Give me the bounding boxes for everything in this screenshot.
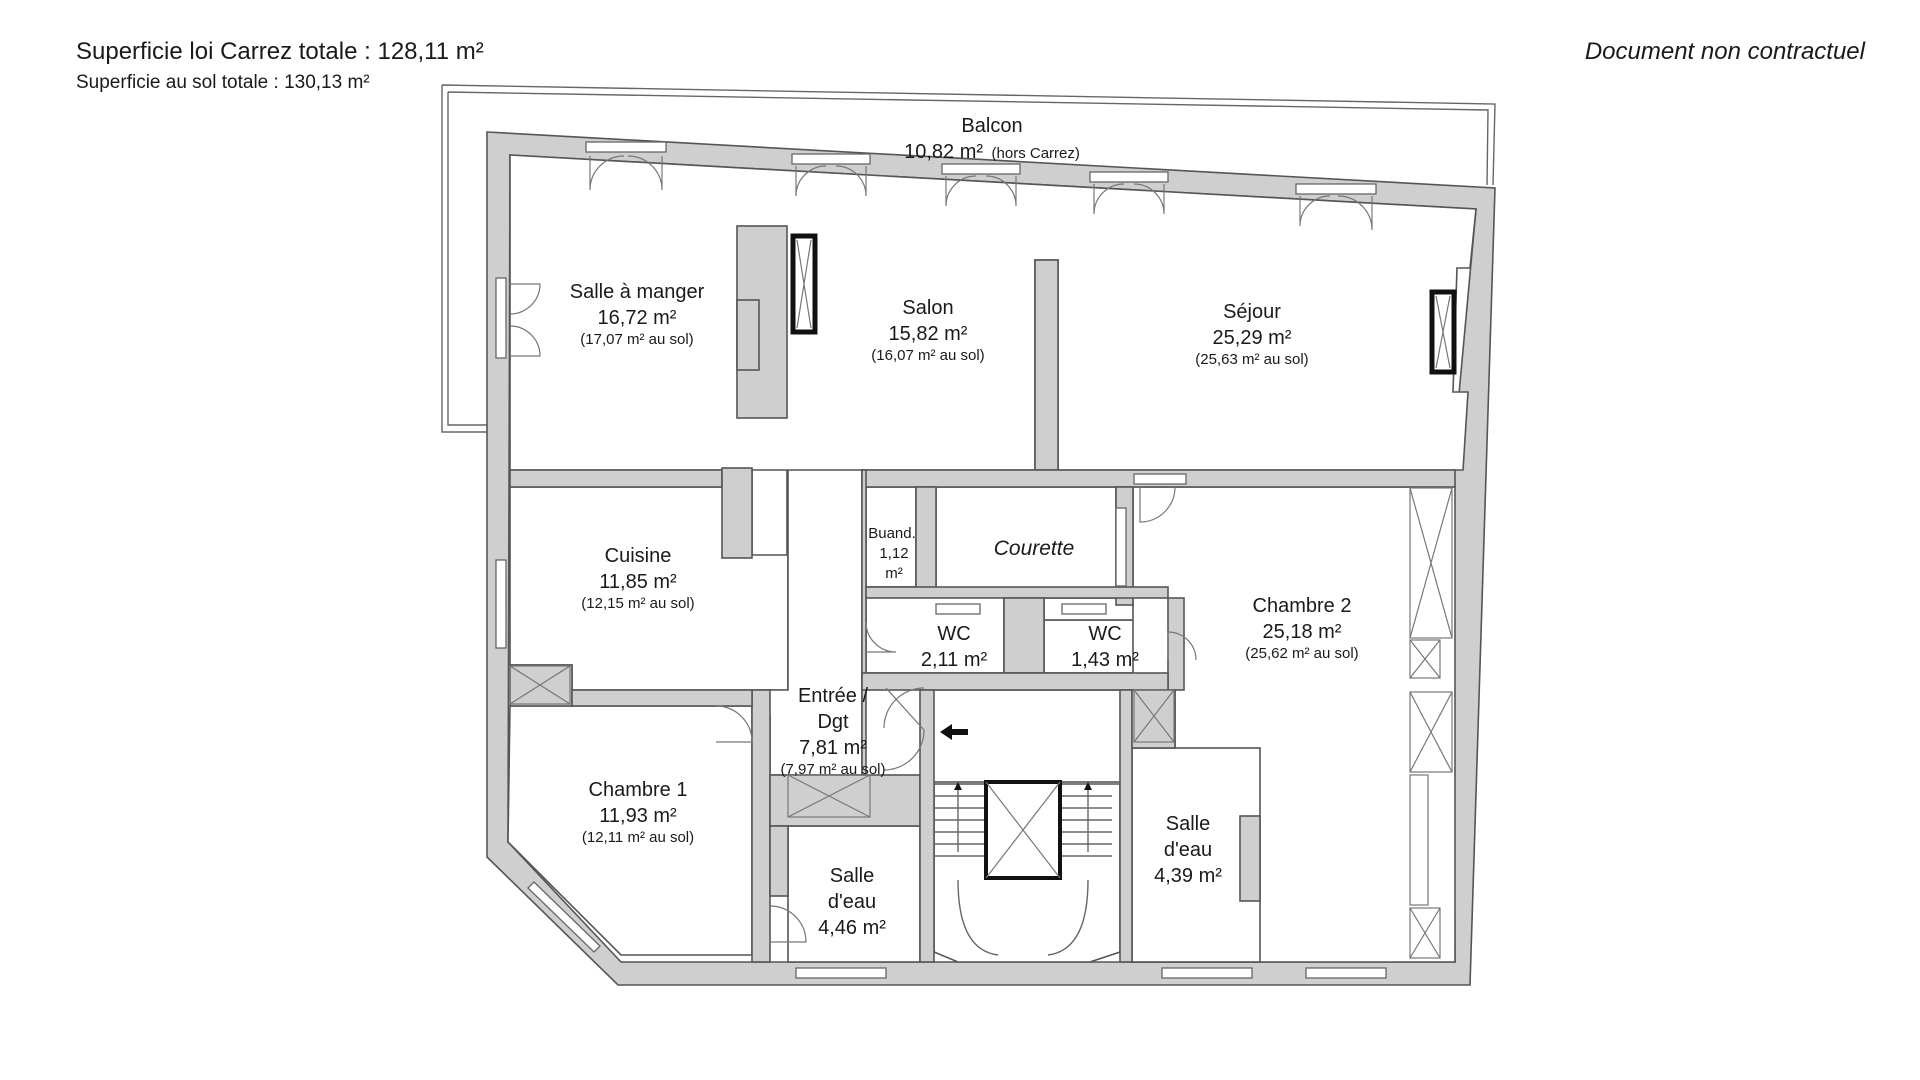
sde2-name-line1: Salle (1166, 813, 1210, 835)
cuisine-sol: (12,15 m² au sol) (581, 595, 694, 612)
balcon-area-line: 10,82 m² (hors Carrez) (904, 141, 1080, 163)
buanderie-area: 1,12 (879, 545, 908, 562)
wc1-area: 2,11 m² (921, 649, 988, 671)
chambre2-sol: (25,62 m² au sol) (1245, 645, 1358, 662)
sde1-area: 4,46 m² (818, 917, 886, 939)
wc1-name: WC (937, 623, 970, 645)
salon-area: 15,82 m² (889, 323, 968, 345)
sde1-name-line2: d'eau (828, 891, 876, 913)
chambre1-sol: (12,11 m² au sol) (582, 829, 694, 846)
wc2-name: WC (1088, 623, 1121, 645)
cuisine-area: 11,85 m² (599, 571, 677, 593)
sejour-area: 25,29 m² (1213, 327, 1292, 349)
balcony-outline (441, 84, 1496, 433)
sejour-sol: (25,63 m² au sol) (1195, 351, 1308, 368)
disclaimer-label: Document non contractuel (1584, 38, 1865, 65)
carrez-total-label: Superficie loi Carrez totale : 128,11 m² (76, 38, 484, 65)
salon-sol: (16,07 m² au sol) (871, 347, 984, 364)
floor-area-total-label: Superficie au sol totale : 130,13 m² (76, 72, 370, 93)
balcon-note: (hors Carrez) (992, 145, 1080, 162)
sde2-area: 4,39 m² (1154, 865, 1222, 887)
courette-name: Courette (994, 537, 1075, 560)
salle-a-manger-name: Salle à manger (570, 281, 705, 303)
cuisine-name: Cuisine (605, 545, 672, 567)
balcon-area: 10,82 m² (904, 141, 983, 163)
chambre1-area: 11,93 m² (599, 805, 677, 827)
salle-a-manger-sol: (17,07 m² au sol) (580, 331, 693, 348)
buanderie-unit: m² (885, 565, 903, 582)
sde2-name-line2: d'eau (1164, 839, 1212, 861)
entree-name-line2: Dgt (817, 711, 849, 733)
salle-a-manger-area: 16,72 m² (598, 307, 677, 329)
wc2-area: 1,43 m² (1071, 649, 1139, 671)
salon-name: Salon (902, 297, 953, 319)
chambre2-name: Chambre 2 (1253, 595, 1352, 617)
chambre1-name: Chambre 1 (589, 779, 688, 801)
buanderie-name: Buand. (868, 525, 916, 542)
sde1-name-line1: Salle (830, 865, 874, 887)
chambre2-area: 25,18 m² (1263, 621, 1342, 643)
entrance-arrow-icon (940, 724, 968, 740)
entree-sol: (7,97 m² au sol) (780, 761, 885, 778)
entree-name-line1: Entrée / (798, 685, 868, 707)
sejour-name: Séjour (1223, 301, 1281, 323)
balcon-name: Balcon (961, 115, 1022, 137)
entree-area: 7,81 m² (799, 737, 867, 759)
